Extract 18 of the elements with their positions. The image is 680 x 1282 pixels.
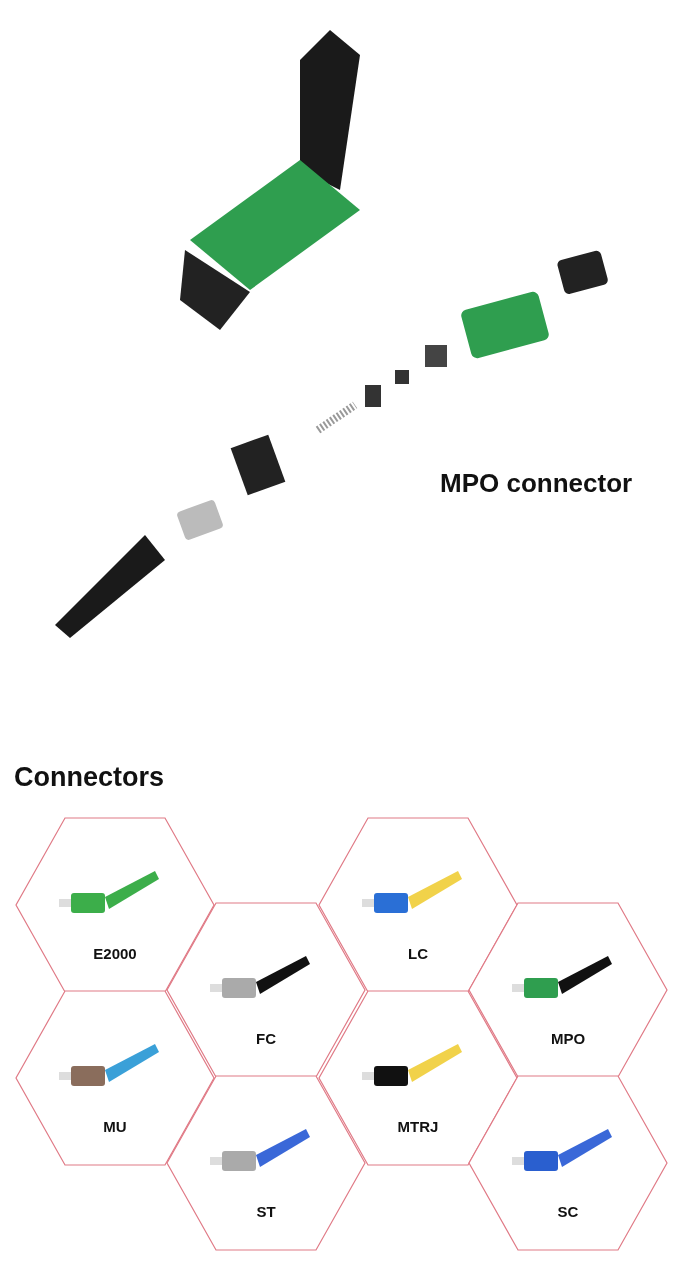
hexagon-frame xyxy=(166,1075,366,1251)
connector-label: ST xyxy=(255,1203,277,1220)
connector-label: MU xyxy=(102,1118,128,1135)
connector-label: MTRJ xyxy=(396,1118,440,1135)
hexagon-frame xyxy=(166,902,366,1078)
hexagon-frame xyxy=(15,990,215,1166)
connector-label: FC xyxy=(255,1030,277,1047)
section-heading: Connectors xyxy=(14,762,165,793)
connector-label: LC xyxy=(407,945,429,962)
connector-label: E2000 xyxy=(92,945,138,962)
hexagon-frame xyxy=(468,902,668,1078)
hexagon-frame xyxy=(318,817,518,993)
hexagon-frame xyxy=(468,1075,668,1251)
connector-label: MPO xyxy=(549,1030,587,1047)
connector-label: SC xyxy=(556,1203,580,1220)
hexagon-frame xyxy=(15,817,215,993)
caption: MPO connector xyxy=(440,468,633,499)
hexagon-frame xyxy=(318,990,518,1166)
